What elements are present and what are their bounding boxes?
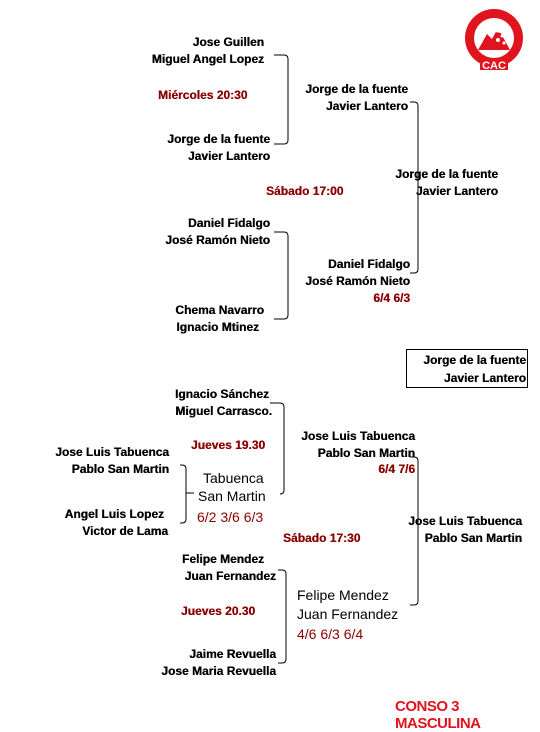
r1-m2-player-1a: Daniel Fidalgo bbox=[187, 216, 270, 230]
r2-bottom-score-1: 6/4 7/6 bbox=[378, 462, 415, 476]
club-logo: CAC bbox=[462, 6, 526, 77]
r1-m2-player-1b: José Ramón Nieto bbox=[165, 233, 270, 247]
bracket-r1-m4 bbox=[278, 569, 287, 664]
prelim-player-2b: Victor de Lama bbox=[82, 524, 168, 538]
final-team-top-a: Jorge de la fuente bbox=[395, 167, 498, 181]
r1-m4-player-1a: Felipe Mendez bbox=[181, 552, 264, 566]
champion-a: Jorge de la fuente bbox=[423, 353, 526, 367]
final-team-top-b: Javier Lantero bbox=[415, 184, 498, 198]
r1-m3-schedule: Jueves 19.30 bbox=[191, 438, 266, 452]
r1-m1-schedule: Miércoles 20:30 bbox=[158, 88, 248, 102]
r1-m2-player-2a: Chema Navarro bbox=[175, 303, 264, 317]
r2-top-team-2a: Daniel Fidalgo bbox=[327, 257, 410, 271]
r1-m4-schedule: Jueves 20.30 bbox=[181, 604, 256, 618]
r2-bottom-schedule: Sábado 17:30 bbox=[283, 531, 361, 545]
r1-m4-player-1b: Juan Fernandez bbox=[184, 569, 276, 583]
r2-bottom-score-2: 4/6 6/3 6/4 bbox=[297, 626, 364, 642]
champion-b: Javier Lantero bbox=[443, 371, 526, 385]
r2-top-team-1b: Javier Lantero bbox=[325, 99, 408, 113]
bracket-r1-m2 bbox=[274, 231, 289, 320]
r1-m4-player-2b: Jose Maria Revuella bbox=[161, 664, 276, 678]
r2-bottom-team-1a: Jose Luis Tabuenca bbox=[301, 429, 415, 443]
bracket-prelim bbox=[180, 464, 187, 524]
logo-text: CAC bbox=[482, 60, 506, 72]
bracket-r2-top bbox=[410, 101, 419, 274]
r2-bottom-team-1b: Pablo San Martin bbox=[317, 446, 415, 460]
final-team-bottom-a: Jose Luis Tabuenca bbox=[408, 514, 522, 528]
r2-top-team-2b: José Ramón Nieto bbox=[305, 274, 410, 288]
r2-top-team-1a: Jorge de la fuente bbox=[305, 82, 408, 96]
r1-m4-player-2a: Jaime Revuella bbox=[189, 647, 276, 661]
r2-bottom-team-2b: Juan Fernandez bbox=[297, 606, 399, 622]
r2-top-schedule: Sábado 17:00 bbox=[266, 184, 344, 198]
final-team-bottom-b: Pablo San Martin bbox=[424, 531, 522, 545]
r1-m1-player-2b: Javier Lantero bbox=[187, 149, 270, 163]
r1-m1-player-1a: Jose Guillen bbox=[192, 35, 264, 49]
r1-m3-player-1a: Ignacio Sánchez bbox=[174, 387, 269, 401]
r1-m1-player-1b: Miguel Angel Lopez bbox=[151, 52, 264, 66]
page-title: CONSO 3 MASCULINA bbox=[395, 698, 481, 732]
prelim-player-1a: Jose Luis Tabuenca bbox=[55, 445, 169, 459]
prelim-player-1b: Pablo San Martin bbox=[71, 462, 169, 476]
prelim-player-2a: Angel Luis Lopez bbox=[64, 507, 164, 521]
bracket-r1-m1 bbox=[274, 54, 289, 145]
bracket-r1-m3 bbox=[270, 402, 285, 495]
prelim-winner-a: Tabuenca bbox=[203, 470, 264, 486]
r1-m2-player-2b: Ignacio Mtinez bbox=[176, 320, 259, 334]
prelim-score: 6/2 3/6 6/3 bbox=[197, 509, 264, 525]
r1-m1-player-2a: Jorge de la fuente bbox=[167, 132, 270, 146]
r2-top-score: 6/4 6/3 bbox=[373, 291, 410, 305]
r2-bottom-team-2a: Felipe Mendez bbox=[297, 587, 389, 603]
r1-m3-player-1b: Miguel Carrasco. bbox=[175, 404, 272, 418]
champion-box bbox=[406, 349, 528, 388]
bracket-r2-bottom bbox=[410, 456, 419, 606]
prelim-winner-b: San Martin bbox=[198, 488, 266, 504]
